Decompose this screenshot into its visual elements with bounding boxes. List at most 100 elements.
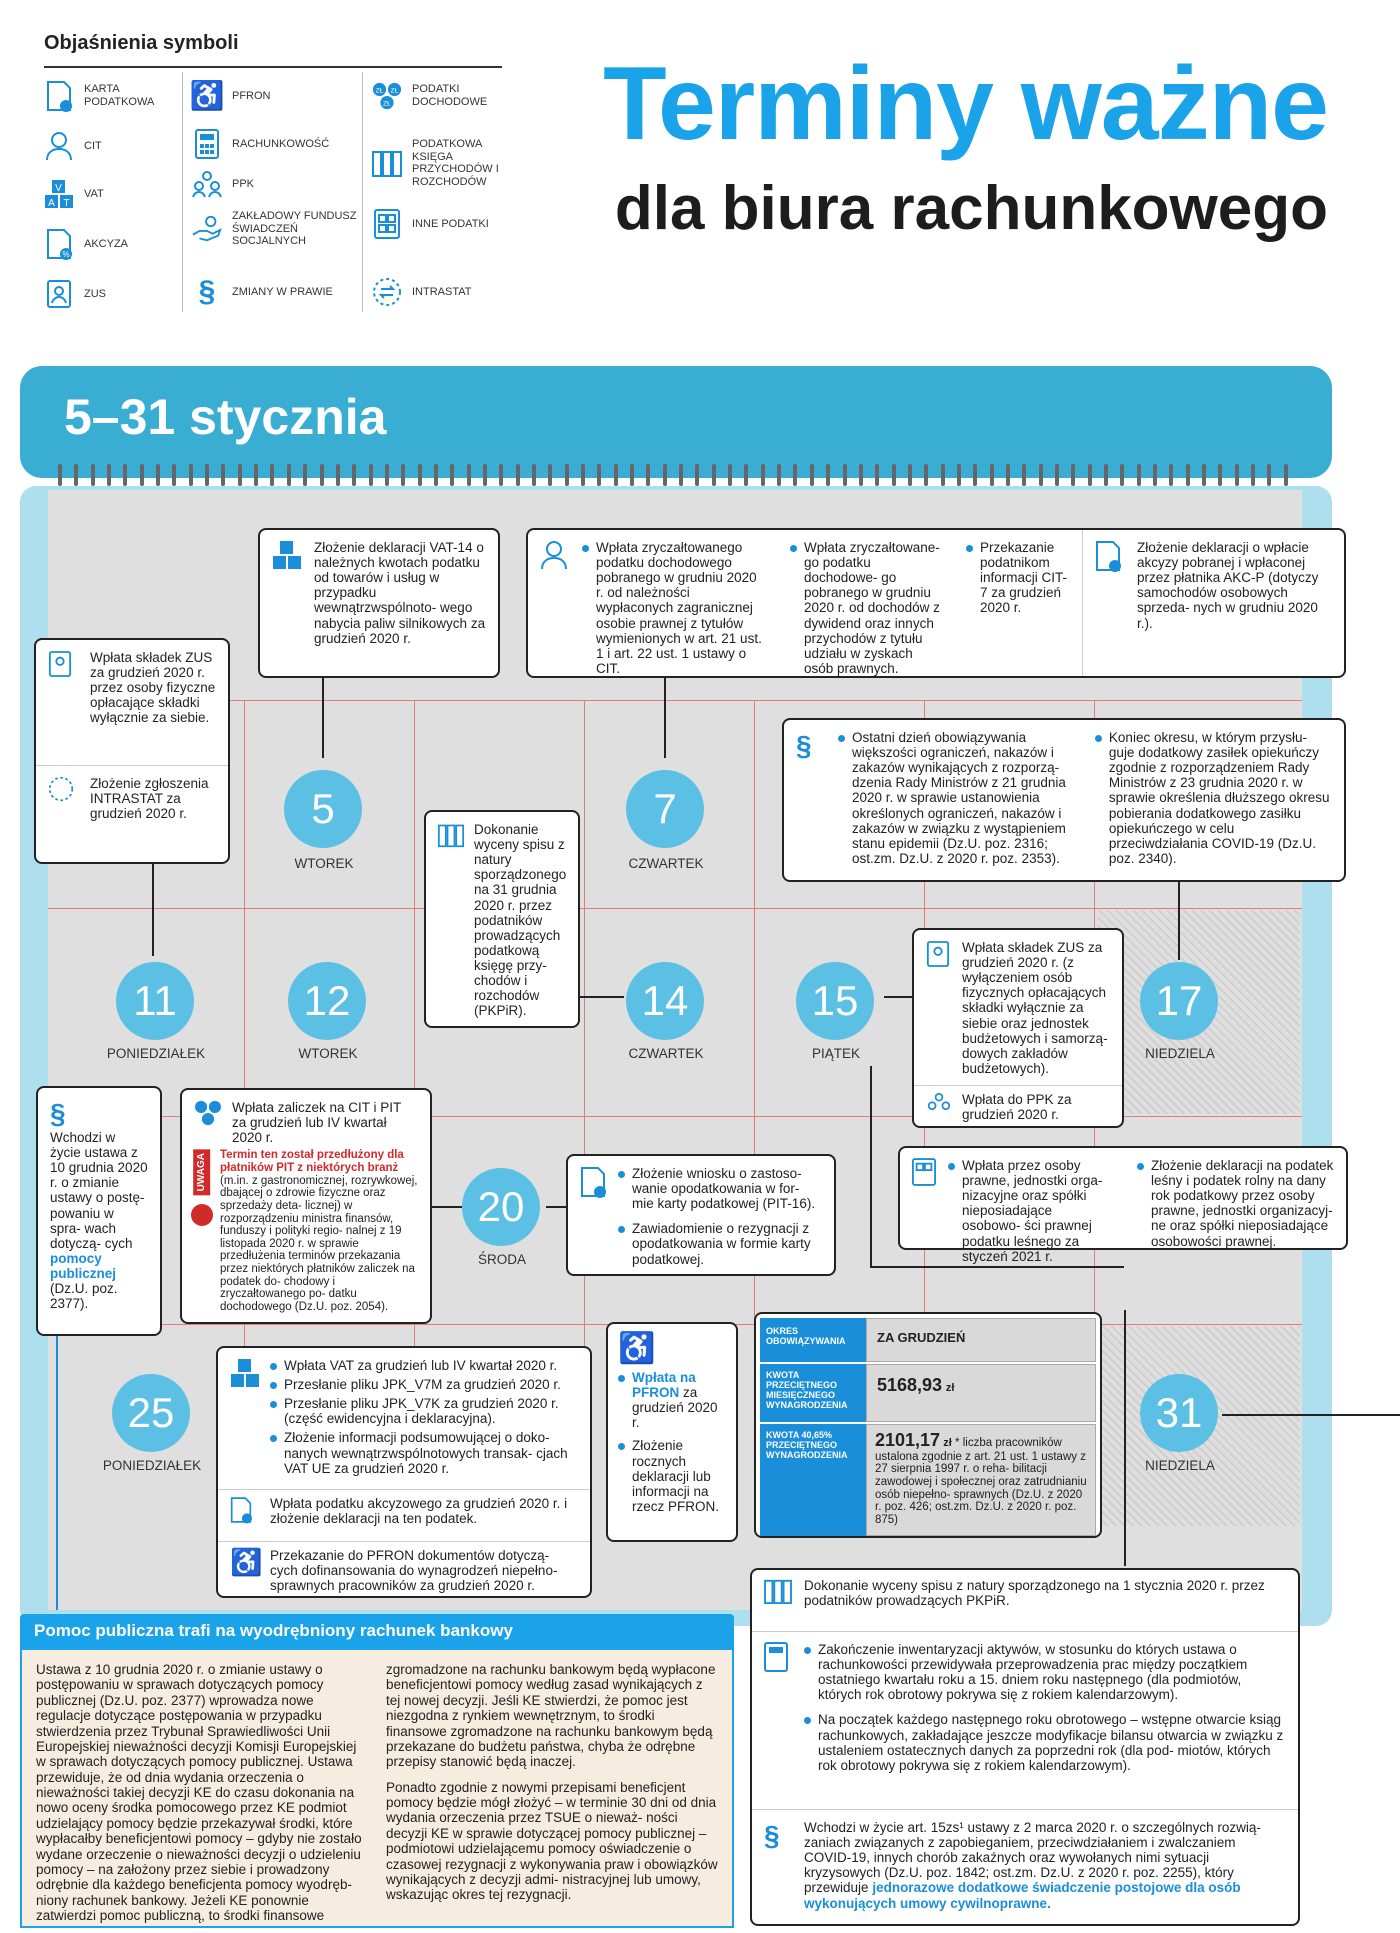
day-circle-12: 12 <box>288 962 366 1040</box>
downtime-benefit-link[interactable]: jednorazowe dodatkowe świadczenie postoj… <box>804 1880 1241 1911</box>
info-box: Ustawa z 10 grudnia 2020 r. o zmianie us… <box>20 1648 734 1928</box>
spiral-ring <box>221 464 226 486</box>
vat-25-card: Wpłata VAT za grudzień lub IV kwartał 20… <box>216 1346 592 1598</box>
warning-dot <box>191 1203 213 1226</box>
spiral-ring <box>254 464 259 486</box>
tax-card-icon <box>580 1166 608 1264</box>
pkpir31-text: Dokonanie wyceny spisu z natury sporządz… <box>804 1578 1265 1609</box>
spiral-ring <box>1185 464 1190 486</box>
other-taxes-icon <box>372 208 402 240</box>
legend-divider <box>44 66 502 68</box>
grid-line <box>48 1116 1302 1117</box>
spiral-ring <box>286 464 291 486</box>
day-circle-25: 25 <box>112 1374 190 1452</box>
spiral-ring <box>1087 464 1092 486</box>
day-circle-31: 31 <box>1140 1374 1218 1452</box>
intrastat-icon <box>372 276 402 308</box>
forest-tax-card: Wpłata przez osoby prawne, jednostki org… <box>898 1146 1348 1264</box>
legend-item-law-changes: §ZMIANY W PRAWIE <box>192 275 357 308</box>
spiral-ring <box>433 464 438 486</box>
law-11-card: § Wchodzi w życie ustawa z 10 grudnia 20… <box>36 1086 162 1336</box>
spiral-ring <box>156 464 161 486</box>
warning-badge: UWAGA <box>193 1149 211 1196</box>
spiral-ring <box>744 464 749 486</box>
date-range-label: 5–31 stycznia <box>64 389 387 445</box>
excise-document-icon <box>1095 540 1127 666</box>
legend-item-cit: CIT <box>44 130 174 162</box>
legend-column-divider <box>182 72 183 312</box>
akcyza25-text: Wpłata podatku akcyzowego za grudzień 20… <box>270 1496 568 1527</box>
day-name-25: PONIEDZIAŁEK <box>102 1458 202 1473</box>
pfron-b-text: Złożenie rocznych deklaracji lub informa… <box>618 1438 726 1514</box>
day-name-12: WTOREK <box>298 1046 358 1061</box>
info-col-1: Ustawa z 10 grudnia 2020 r. o zmianie us… <box>36 1662 362 1923</box>
other-taxes-icon <box>912 1158 938 1238</box>
tax-card-icon <box>44 80 74 112</box>
law31-text: Wchodzi w życie art. 15zs¹ ustawy z 2 ma… <box>804 1820 1261 1896</box>
spiral-ring <box>482 464 487 486</box>
page-subtitle: dla biura rachunkowego <box>614 174 1328 243</box>
connector-line <box>870 1266 1124 1268</box>
legend-item-other-taxes: INNE PODATKI <box>372 208 512 240</box>
spiral-ring <box>728 464 733 486</box>
spiral-ring <box>107 464 112 486</box>
public-aid-link[interactable]: pomocy publicznej <box>50 1250 117 1281</box>
spiral-ring <box>777 464 782 486</box>
connector-line <box>322 676 324 758</box>
spiral-ring <box>139 464 144 486</box>
pfron25-text: Przekazanie do PFRON dokumentów dotyczą-… <box>270 1548 558 1594</box>
ppk15-text: Wpłata do PPK za grudzień 2020 r. <box>962 1092 1072 1123</box>
spiral-ring <box>989 464 994 486</box>
spiral-ring <box>924 464 929 486</box>
spiral-ring <box>662 464 667 486</box>
spiral-ring <box>809 464 814 486</box>
day-circle-15: 15 <box>796 962 874 1040</box>
cit-person-icon <box>540 540 572 666</box>
table-header: OKRES OBOWIĄZYWANIA <box>760 1318 866 1362</box>
spiral-ring <box>907 464 912 486</box>
pkpir-14-card: Dokonanie wyceny spisu z natury sporządz… <box>424 810 580 1028</box>
spiral-ring <box>270 464 275 486</box>
cit20-head: Wpłata zaliczek na CIT i PIT za grudzień… <box>232 1100 402 1146</box>
zus-ppk-15-card: Wpłata składek ZUS za grudzień 2020 r. (… <box>912 928 1124 1128</box>
legend-item-tax-card: KARTA PODATKOWA <box>44 80 174 112</box>
legend-item-income-taxes: złzłzłPODATKI DOCHODOWE <box>372 80 512 112</box>
spiral-ring <box>630 464 635 486</box>
spiral-ring <box>1153 464 1158 486</box>
spiral-ring <box>352 464 357 486</box>
spiral-ring <box>875 464 880 486</box>
acc31b-text: Na początek każdego następnego roku obro… <box>804 1712 1286 1773</box>
spiral-ring <box>695 464 700 486</box>
spiral-ring <box>401 464 406 486</box>
cit-person-icon <box>44 130 74 162</box>
day-name-20: ŚRODA <box>477 1252 526 1267</box>
spiral-ring <box>172 464 177 486</box>
spiral-ring <box>515 464 520 486</box>
connector-line <box>1124 1310 1126 1566</box>
spiral-ring <box>1234 464 1239 486</box>
connector-line <box>1222 1414 1400 1416</box>
day-circle-14: 14 <box>626 962 704 1040</box>
legend-item-social-fund: ZAKŁADOWY FUNDUSZ ŚWIADCZEŃ SOCJALNYCH <box>192 210 357 248</box>
excise-document-icon: % <box>44 228 74 260</box>
vat14-card: Złożenie deklaracji VAT-14 o należnych k… <box>258 528 500 678</box>
pfron-payment-link[interactable]: Wpłata na PFRON <box>632 1370 696 1401</box>
spiral-ring <box>58 464 62 486</box>
day-31-card: Dokonanie wyceny spisu z natury sporządz… <box>750 1568 1300 1926</box>
zus-icon <box>926 940 952 1075</box>
connector-line <box>884 996 916 998</box>
day-circle-20: 20 <box>462 1168 540 1246</box>
spiral-ring <box>384 464 389 486</box>
spiral-ring <box>319 464 324 486</box>
table-row-label: KWOTA PRZECIĘTNEGO MIESIĘCZNEGO WYNAGROD… <box>760 1364 866 1422</box>
zus-self-text: Wpłata składek ZUS za grudzień 2020 r. p… <box>90 650 216 726</box>
intrastat-text: Złożenie zgłoszenia INTRASTAT za grudzie… <box>90 776 209 822</box>
spiral-ring <box>335 464 340 486</box>
connector-line <box>422 1206 464 1208</box>
vat-icon <box>272 540 304 666</box>
spiral-ring <box>940 464 945 486</box>
akcyza7-text: Złożenie deklaracji o wpłacie akcyzy pob… <box>1137 540 1319 631</box>
vat25d-text: Złożenie informacji podsumowującej o dok… <box>270 1430 578 1476</box>
day-circle-7: 7 <box>626 770 704 848</box>
spiral-ring <box>1218 464 1223 486</box>
